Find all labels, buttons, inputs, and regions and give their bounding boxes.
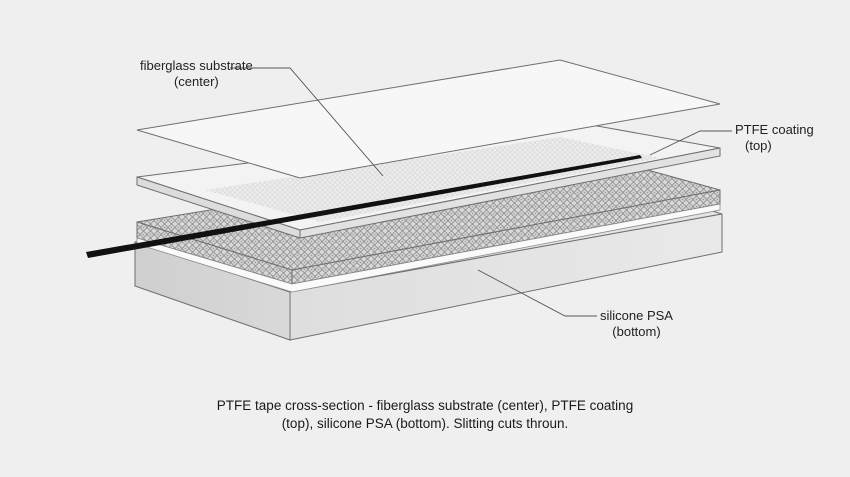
slitting-blade (86, 155, 642, 258)
blade-line (86, 155, 642, 258)
label-fiberglass-line1: fiberglass substrate (140, 58, 253, 73)
caption-line2: (top), silicone PSA (bottom). Slitting c… (281, 416, 569, 431)
label-ptfe-line1: PTFE coating (735, 122, 814, 137)
leader-lines (230, 67, 732, 317)
leader-ptfe (649, 130, 732, 156)
diagram-caption: PTFE tape cross-section - fiberglass sub… (150, 397, 700, 433)
label-silicone-line2: (bottom) (612, 324, 661, 339)
label-fiberglass-line2: (center) (173, 74, 219, 89)
ptfe-coating-sheet (136, 59, 721, 179)
caption-line1: PTFE tape cross-section - fiberglass sub… (216, 398, 634, 413)
label-ptfe-coating: PTFE coating (top) (735, 122, 814, 154)
label-fiberglass-substrate: fiberglass substrate (center) (140, 58, 253, 90)
ptfe-top-face (136, 59, 721, 179)
label-silicone-line1: silicone PSA (600, 308, 673, 323)
label-silicone-psa: silicone PSA (bottom) (600, 308, 673, 340)
substrate-sheet (136, 121, 721, 239)
leader-fiberglass (230, 67, 384, 177)
label-ptfe-line2: (top) (745, 138, 772, 153)
substrate-texture-band (205, 137, 660, 222)
leader-silicone (477, 269, 597, 317)
